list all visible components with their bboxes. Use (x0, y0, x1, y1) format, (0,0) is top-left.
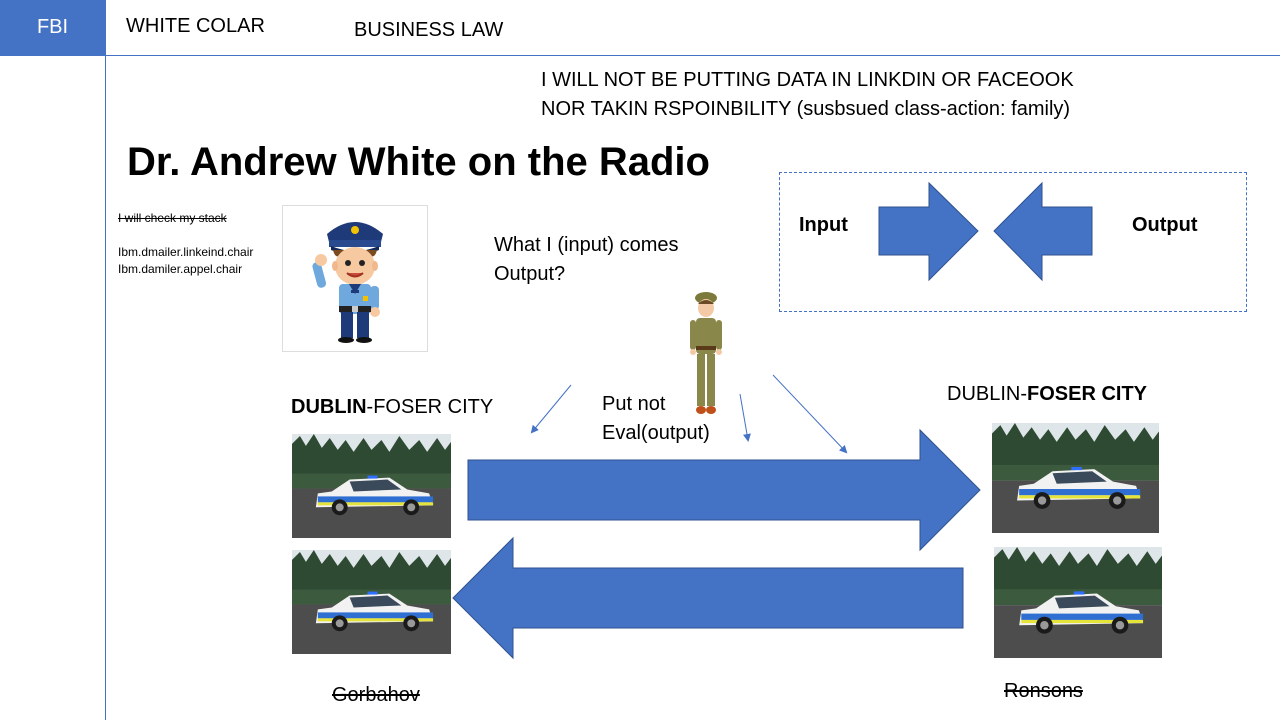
left-pointing-arrow (993, 181, 1093, 282)
car-photo-bottom-left (292, 550, 451, 654)
notice-line-2: NOR TAKIN RSPOINBILITY (susbsued class-a… (541, 98, 1071, 120)
car-photo-top-right (992, 423, 1159, 533)
car-photo-bottom-right (994, 547, 1162, 658)
question-text: What I (input) comes Output? (494, 231, 679, 289)
left-city-bold: DUBLIN (291, 396, 367, 418)
policeman-image (282, 205, 428, 352)
notice-line-1: I WILL NOT BE PUTTING DATA IN LINKDIN OR… (541, 69, 1074, 91)
police-car-icon (992, 423, 1159, 533)
thin-arrows (530, 374, 848, 454)
side-note-struck: I will check my stack (118, 211, 227, 225)
big-arrows (452, 428, 981, 660)
soldier-figure (690, 292, 722, 414)
police-car-icon (994, 547, 1162, 658)
tab-fbi[interactable]: FBI (0, 0, 105, 55)
right-pointing-arrow (878, 181, 979, 282)
name-right: Ronsons (1004, 680, 1083, 702)
sidebar-divider (105, 0, 106, 720)
left-city-rest: -FOSER CITY (366, 396, 494, 418)
output-label: Output (1132, 214, 1198, 236)
side-note-line-1: Ibm.dmailer.linkeind.chair (118, 245, 254, 259)
input-output-box (779, 172, 1247, 312)
thin-arrow-left (530, 384, 572, 434)
police-car-icon (292, 434, 451, 538)
header-divider (0, 55, 1280, 56)
io-arrows (878, 181, 1093, 282)
right-city-rest: DUBLIN- (947, 383, 1028, 405)
middle-note-line-1: Put not (602, 393, 666, 415)
big-right-arrow (467, 428, 981, 552)
right-city-bold: FOSER CITY (1027, 383, 1148, 405)
question-line-1: What I (input) comes (494, 234, 679, 256)
thin-arrow-right (772, 374, 848, 454)
tab-white-colar[interactable]: WHITE COLAR (126, 15, 265, 37)
notice-text: I WILL NOT BE PUTTING DATA IN LINKDIN OR… (541, 66, 1074, 124)
question-line-2: Output? (494, 263, 566, 285)
right-city-label: DUBLIN-FOSER CITY (947, 383, 1147, 406)
middle-note: Put not Eval(output) (602, 390, 710, 448)
car-photo-top-left (292, 434, 451, 538)
side-note-line-2: Ibm.damiler.appel.chair (118, 262, 243, 276)
policeman-icon (312, 222, 383, 343)
middle-note-line-2: Eval(output) (602, 422, 710, 444)
page-title: Dr. Andrew White on the Radio (127, 140, 710, 184)
left-city-label: DUBLIN-FOSER CITY (291, 396, 493, 419)
input-label: Input (799, 214, 848, 236)
name-left: Gorbahov (332, 684, 420, 706)
thin-arrow-middle (739, 393, 751, 442)
big-left-arrow (452, 536, 964, 660)
police-car-icon (292, 550, 451, 654)
tab-business-law[interactable]: BUSINESS LAW (354, 19, 504, 41)
